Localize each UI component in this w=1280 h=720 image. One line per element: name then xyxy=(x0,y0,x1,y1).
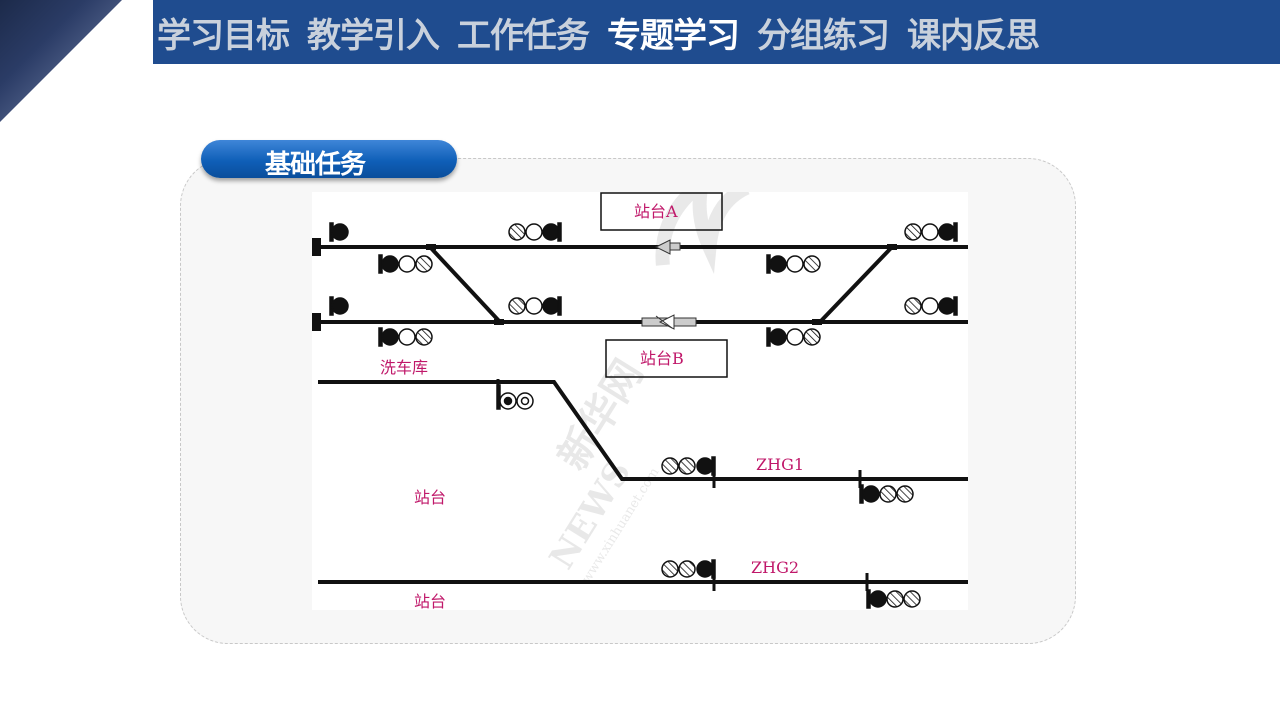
nav-item-teaching-intro[interactable]: 教学引入 xyxy=(307,15,440,56)
direction-arrow-upper xyxy=(654,239,681,255)
nav-item-work-tasks[interactable]: 工作任务 xyxy=(457,15,590,56)
zhg1-label: ZHG1 xyxy=(756,455,804,474)
signal-12 xyxy=(661,456,716,476)
signal-9 xyxy=(378,327,433,347)
insulated-joints xyxy=(426,244,897,325)
nav-item-learning-goals[interactable]: 学习目标 xyxy=(157,15,290,56)
buffer-stop-1 xyxy=(312,238,321,256)
buffer-stop-2 xyxy=(312,313,321,331)
watermark-text-1: 新华网 xyxy=(549,352,652,479)
signal-4 xyxy=(378,254,433,274)
platform-a-label: 站台A xyxy=(634,202,678,221)
platform-label-1: 站台 xyxy=(414,488,446,507)
signal-15 xyxy=(866,589,921,609)
platform-a-box xyxy=(600,192,723,231)
signal-10 xyxy=(766,327,821,347)
platform-label-2: 站台 xyxy=(414,592,446,610)
signal-6 xyxy=(329,296,349,316)
section-title: 基础任务 xyxy=(265,150,366,180)
track-layout-diagram: 新华网 NEWS www.xinhuanet.com 站台A 站台B xyxy=(312,166,968,611)
signal-7 xyxy=(508,296,562,316)
nav-item-topic-study[interactable]: 专题学习 xyxy=(607,15,740,56)
signal-2 xyxy=(508,222,562,242)
zhg2-label: ZHG2 xyxy=(751,558,799,577)
signal-3 xyxy=(904,222,958,242)
corner-decoration xyxy=(0,0,122,122)
signal-13 xyxy=(859,484,914,504)
platform-b-label: 站台B xyxy=(640,349,684,368)
watermark: 新华网 NEWS www.xinhuanet.com xyxy=(542,166,750,586)
section-title-pill: 基础任务 xyxy=(201,140,457,180)
nav-item-group-practice[interactable]: 分组练习 xyxy=(757,15,890,56)
signals xyxy=(329,222,958,609)
signal-5 xyxy=(766,254,821,274)
direction-arrow-lower xyxy=(641,314,697,330)
wash-depot-label: 洗车库 xyxy=(380,358,428,377)
top-navigation-bar: 学习目标 教学引入 工作任务 专题学习 分组练习 课内反思 xyxy=(153,0,1280,64)
platform-b-box xyxy=(605,339,728,378)
track-layout-svg: 新华网 NEWS www.xinhuanet.com 站台A 站台B xyxy=(312,166,968,611)
signal-8 xyxy=(904,296,958,316)
signal-11 xyxy=(496,384,534,410)
signal-1 xyxy=(329,222,349,242)
nav-item-reflection[interactable]: 课内反思 xyxy=(907,15,1040,56)
main-tracks xyxy=(318,245,968,584)
signal-14 xyxy=(661,559,716,579)
